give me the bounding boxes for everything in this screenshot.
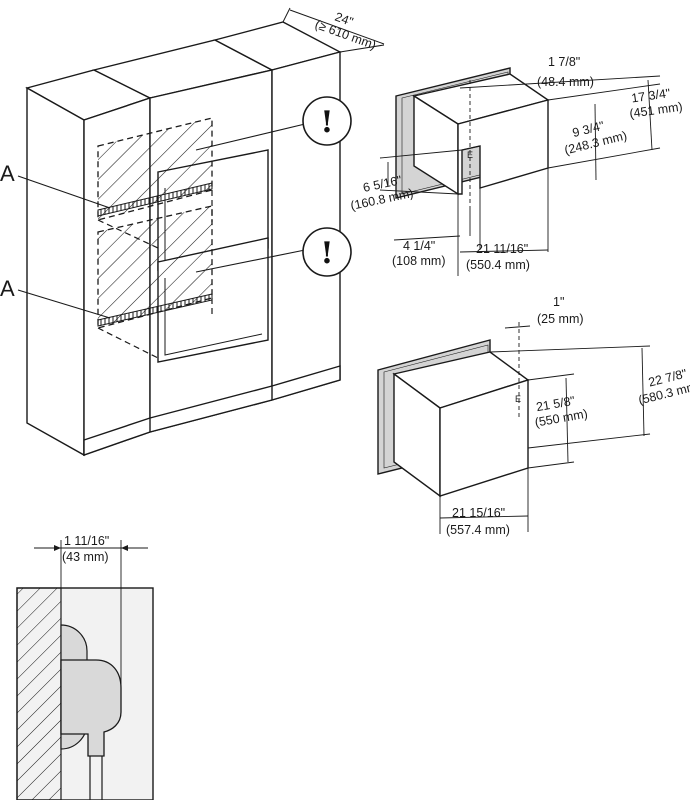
bottom-offset-in: 1"	[553, 295, 564, 309]
top-depth-in: 21 11/16"	[476, 242, 528, 256]
top-side-mm: (108 mm)	[392, 254, 445, 268]
cabinet-depth-dimension	[282, 7, 385, 53]
unit-bottom-dimensions	[439, 322, 651, 534]
unit-top	[395, 67, 550, 199]
cabinet-left-side	[26, 86, 85, 457]
top-height-in: 17 3/4"	[630, 86, 671, 105]
plug-detail	[16, 587, 154, 800]
vent-grill-bottom	[97, 293, 213, 327]
plug-detail-wall	[16, 587, 62, 800]
label-a-top: A	[0, 161, 15, 186]
vent-grill-top	[97, 182, 213, 217]
top-offset-in: 1 7/8"	[548, 55, 580, 69]
label-a-bottom: A	[0, 276, 15, 301]
cabinet-depth-in: 24"	[333, 10, 355, 29]
zone-bottom	[97, 205, 213, 329]
plug-clearance-mm: (43 mm)	[62, 550, 109, 564]
installation-zones	[97, 117, 213, 359]
cabinet-plinth	[83, 365, 341, 456]
bottom-inner-height-in: 21 5/8"	[535, 394, 576, 415]
top-side-in: 4 1/4"	[403, 239, 435, 253]
svg-text:!: !	[320, 105, 333, 140]
unit-bottom	[377, 339, 530, 498]
plug-clearance-in: 1 11/16"	[64, 534, 109, 548]
bottom-marker-e: E	[515, 394, 521, 404]
svg-text:!: !	[320, 236, 333, 271]
unit-top-dimensions	[379, 75, 661, 276]
top-marker-e: E	[467, 150, 473, 160]
bottom-depth-mm: (557.4 mm)	[446, 523, 510, 537]
warning-icon: !	[302, 227, 352, 277]
bottom-offset-mm: (25 mm)	[537, 312, 584, 326]
leader-lines	[17, 123, 306, 319]
plug-body	[60, 659, 122, 757]
bottom-depth-in: 21 15/16"	[452, 506, 505, 520]
warning-icon: !	[302, 96, 352, 146]
top-depth-mm: (550.4 mm)	[466, 258, 530, 272]
top-offset-mm: (48.4 mm)	[537, 75, 594, 89]
